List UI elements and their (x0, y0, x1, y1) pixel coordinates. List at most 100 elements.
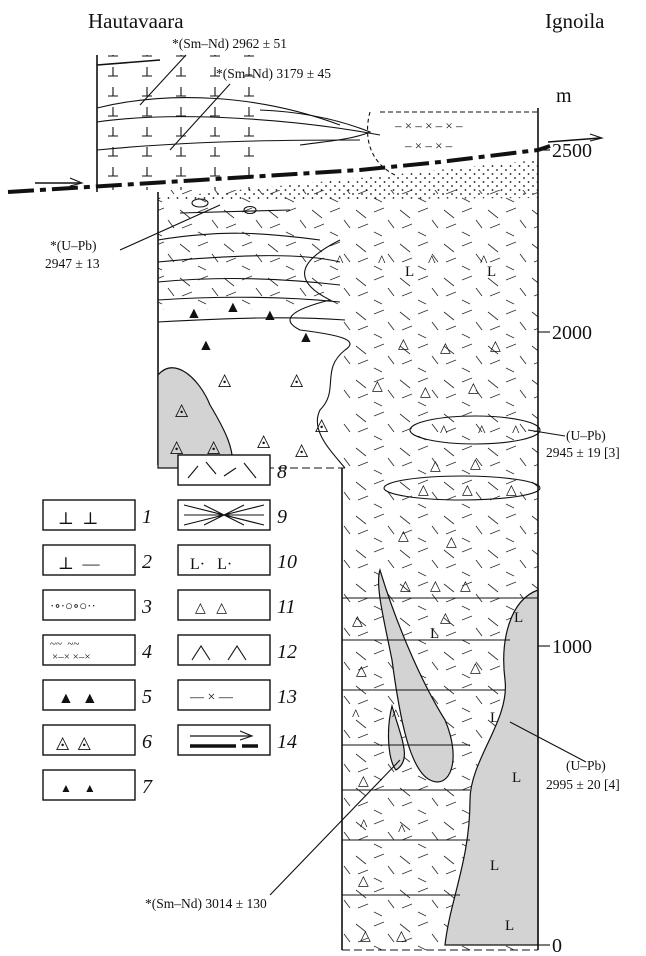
legend-number: 14 (277, 731, 297, 753)
legend-item: ◬ ◬ 6 (43, 725, 152, 755)
svg-text:△: △ (460, 579, 471, 594)
legend-item: 12 (178, 635, 297, 665)
svg-text:△: △ (358, 874, 369, 889)
svg-text:^: ^ (352, 707, 360, 724)
scale-tick: 2500 (552, 140, 592, 162)
legend-number: 9 (277, 506, 287, 528)
legend-number: 7 (142, 776, 153, 798)
svg-text:^: ^ (512, 423, 520, 440)
conglomerate-icon: ·∘·○∘○·· (50, 598, 96, 613)
svg-text:◬: ◬ (295, 440, 309, 459)
svg-text:^: ^ (360, 817, 368, 834)
svg-text:▲: ▲ (298, 329, 314, 346)
svg-text:L: L (512, 770, 521, 786)
legend-number: 3 (141, 596, 152, 618)
svg-text:▲: ▲ (186, 305, 202, 322)
legend-number: 13 (277, 686, 297, 708)
svg-text:△: △ (490, 339, 501, 354)
svg-text:L: L (430, 626, 439, 642)
legend-item: ⊥ — 2 (43, 545, 152, 575)
concentric-triangle-icon: ◬ ◬ (56, 733, 92, 752)
legend-number: 12 (277, 641, 297, 663)
svg-text:△: △ (352, 614, 363, 629)
legend-item: L· L· 10 (178, 545, 297, 575)
scale-tick: 0 (552, 935, 562, 956)
wavy-cross-icon: ~~ ~~ (50, 638, 79, 650)
legend-item: △ △ 11 (178, 590, 296, 620)
svg-text:△: △ (446, 535, 457, 550)
x-dash-pattern: – × – × – × – (394, 118, 463, 133)
date-label: 2947 ± 13 (45, 256, 100, 271)
svg-text:◬: ◬ (218, 370, 232, 389)
legend-item: — × — 13 (178, 680, 297, 710)
svg-text:◬: ◬ (257, 431, 271, 450)
svg-text:L: L (487, 264, 496, 280)
l-symbol-icon: L· L· (190, 556, 232, 573)
svg-text:△: △ (470, 457, 481, 472)
date-label: *(Sm–Nd) 2962 ± 51 (172, 36, 287, 51)
svg-text:◬: ◬ (175, 400, 189, 419)
svg-text:L: L (490, 710, 499, 726)
date-label: *(Sm–Nd) 3179 ± 45 (216, 66, 331, 81)
scale-tick: 1000 (552, 636, 592, 658)
dash-cross-dash-icon: — × — (189, 690, 234, 705)
svg-text:◬: ◬ (170, 437, 184, 456)
svg-text:△: △ (356, 664, 367, 679)
svg-text:◬: ◬ (290, 370, 304, 389)
svg-text:^: ^ (336, 253, 344, 270)
legend-number: 8 (277, 461, 287, 483)
svg-text:△: △ (462, 483, 473, 498)
legend-item: ▲ ▲ 5 (43, 680, 152, 710)
legend-item: 9 (178, 500, 287, 530)
svg-text:◬: ◬ (207, 437, 221, 456)
vertical-scale: 2500 2000 1000 0 (538, 140, 592, 956)
legend-number: 11 (277, 596, 296, 618)
svg-text:△: △ (418, 483, 429, 498)
legend-number: 10 (277, 551, 297, 573)
svg-text:△: △ (506, 483, 517, 498)
svg-text:L: L (514, 610, 523, 626)
svg-text:△: △ (360, 929, 371, 944)
legend-number: 5 (142, 686, 152, 708)
date-label: 2995 ± 20 [4] (546, 777, 620, 792)
right-column-title: Ignoila (545, 9, 605, 33)
perp-perp-icon: ⊥ ⊥ (58, 509, 98, 528)
legend-item: 14 (178, 725, 297, 755)
svg-text:△: △ (420, 385, 431, 400)
svg-text:△: △ (398, 337, 409, 352)
legend-item: ·∘·○∘○·· 3 (43, 590, 152, 620)
small-filled-triangle-icon: ▲ ▲ (60, 781, 96, 795)
svg-text:△: △ (468, 381, 479, 396)
date-label: (U–Pb) (566, 428, 606, 443)
svg-text:▲: ▲ (198, 337, 214, 354)
legend-item: ▲ ▲ 7 (43, 770, 153, 800)
svg-text:^: ^ (440, 423, 448, 440)
svg-text:▲: ▲ (262, 307, 278, 324)
scale-unit: m (556, 85, 572, 107)
date-label: 2945 ± 19 [3] (546, 445, 620, 460)
perp-dash-icon: ⊥ — (58, 554, 100, 573)
legend-item: ⊥ ⊥ 1 (43, 500, 152, 530)
svg-text:△: △ (400, 579, 411, 594)
svg-text:△: △ (398, 529, 409, 544)
legend-number: 2 (142, 551, 152, 573)
date-label: *(Sm–Nd) 3014 ± 130 (145, 896, 267, 911)
svg-text:△: △ (430, 459, 441, 474)
wavy-cross-icon: ×–× ×–× (52, 651, 91, 663)
legend-number: 1 (142, 506, 152, 528)
svg-text:△: △ (440, 611, 451, 626)
svg-text:▲: ▲ (225, 299, 241, 316)
legend-item: ~~ ~~ ×–× ×–× 4 (43, 635, 152, 665)
svg-text:△: △ (396, 929, 407, 944)
svg-text:L: L (505, 918, 514, 934)
left-column-title: Hautavaara (88, 9, 184, 33)
x-dash-pattern: – × – × – (404, 138, 453, 153)
svg-text:◬: ◬ (315, 415, 329, 434)
legend-number: 4 (142, 641, 152, 663)
svg-text:△: △ (372, 379, 383, 394)
svg-text:^: ^ (398, 822, 406, 839)
svg-text:△: △ (430, 579, 441, 594)
svg-text:L: L (405, 264, 414, 280)
